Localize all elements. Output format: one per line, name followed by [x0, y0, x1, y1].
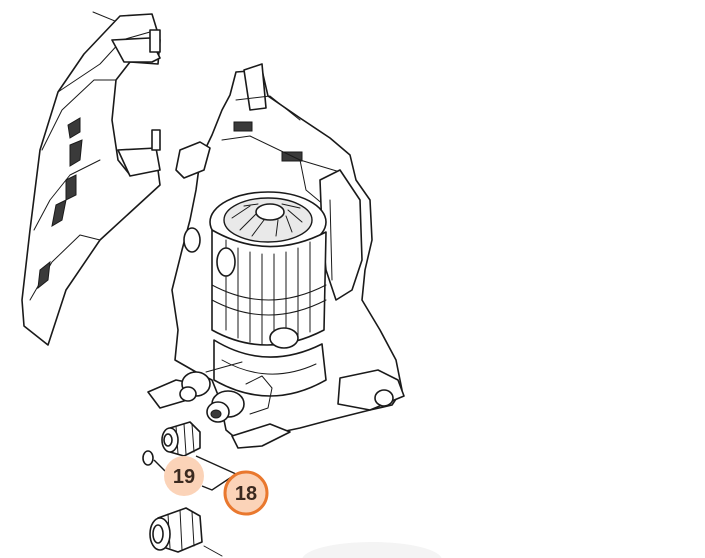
callout-18-label: 18	[235, 483, 257, 505]
coupling-nut-part	[149, 507, 223, 557]
motor-pump-assembly	[147, 63, 405, 449]
callout-19-label: 19	[173, 466, 195, 488]
callout-19[interactable]: 19	[164, 456, 204, 496]
callout-leaders	[153, 455, 237, 491]
callout-18[interactable]: 18	[223, 470, 269, 516]
inlet-adapter-part	[161, 421, 201, 457]
o-ring-part	[142, 450, 154, 466]
side-cover-panel	[21, 11, 161, 346]
